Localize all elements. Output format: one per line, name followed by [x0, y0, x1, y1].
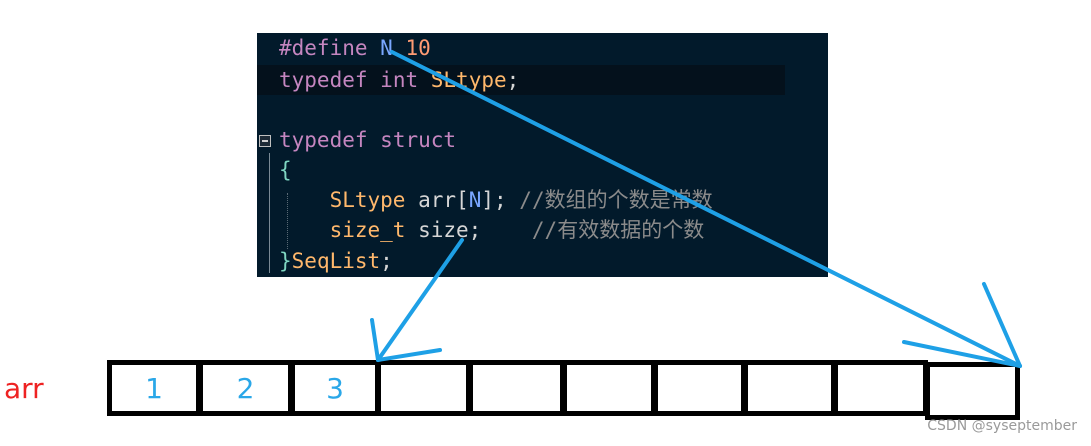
code-token: ;	[506, 68, 520, 92]
code-token: typedef	[279, 68, 368, 92]
code-token: size_t	[329, 218, 406, 242]
code-line: {	[279, 155, 292, 185]
indent-guide-line	[287, 193, 288, 249]
code-token: //数组的个数是常数	[519, 188, 713, 212]
code-token: typedef	[279, 128, 368, 152]
code-token: [	[456, 188, 469, 212]
code-token: SeqList	[291, 249, 381, 273]
array-cell	[468, 360, 565, 416]
code-token: SLtype	[430, 68, 507, 92]
array-cell: 1	[107, 360, 201, 416]
code-token: N	[468, 188, 482, 212]
code-token: }	[279, 249, 292, 273]
code-line: typedef struct	[279, 125, 456, 155]
code-token: //有效数据的个数	[531, 218, 705, 242]
code-line: size_t size; //有效数据的个数	[279, 215, 705, 245]
code-token: size	[418, 218, 469, 242]
code-line: }SeqList;	[279, 246, 393, 276]
fold-collapse-icon[interactable]	[259, 135, 271, 147]
array-cell	[743, 360, 836, 416]
code-token: int	[380, 68, 419, 92]
fold-guide-line	[269, 153, 270, 273]
arrow-size-to-cell	[370, 238, 464, 362]
code-token: SLtype	[329, 188, 406, 212]
code-line: #define N 10	[279, 33, 431, 63]
array-label: arr	[4, 372, 44, 405]
code-token: 10	[405, 36, 431, 60]
array-cell	[925, 362, 1020, 420]
arrow-n-to-last-cell	[390, 50, 1022, 368]
current-line-highlight	[257, 65, 785, 95]
code-token: ;	[380, 249, 393, 273]
code-token: ];	[481, 188, 507, 212]
code-token: ;	[468, 218, 482, 242]
array-cell: 3	[290, 360, 380, 416]
code-token: N	[380, 36, 393, 60]
array-cell	[653, 360, 746, 416]
code-line: typedef int SLtype;	[279, 65, 519, 95]
code-token: arr	[418, 188, 457, 212]
code-token: #define	[279, 36, 368, 60]
code-line: SLtype arr[N]; //数组的个数是常数	[279, 185, 713, 215]
code-token: struct	[380, 128, 457, 152]
code-token: {	[279, 158, 292, 182]
watermark: CSDN @syseptember	[927, 418, 1077, 434]
